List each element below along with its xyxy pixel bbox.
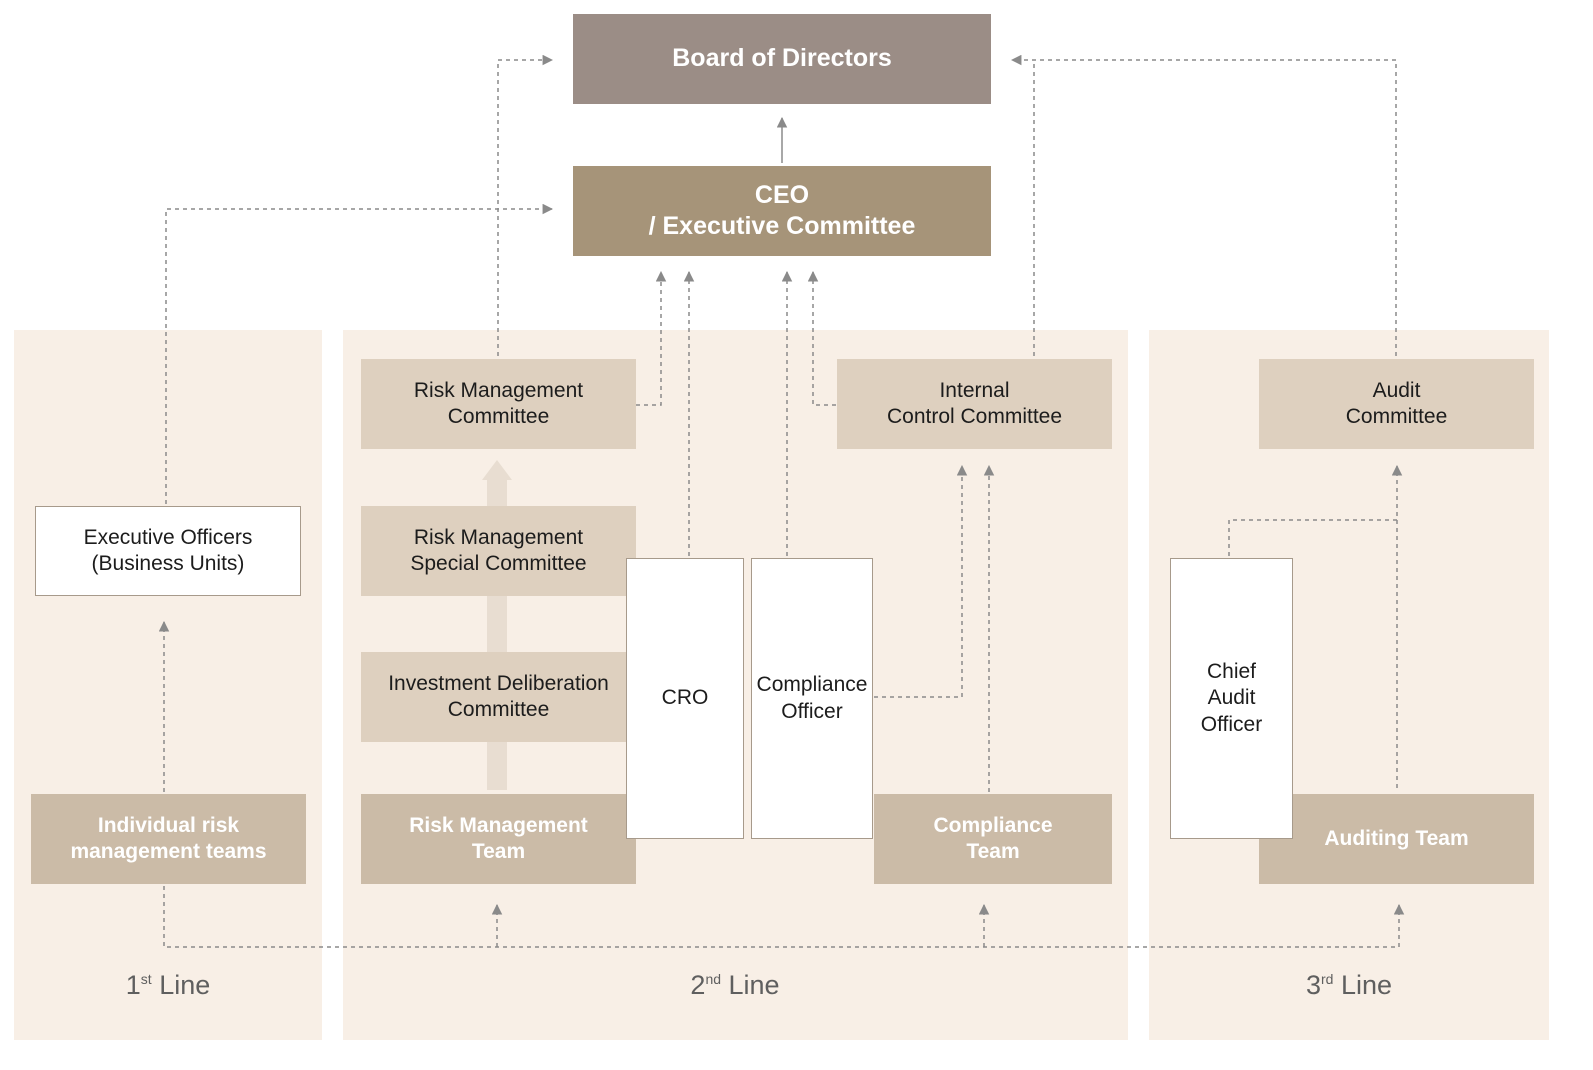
risk-management-team: Risk Management Team [361,794,636,884]
ceo-executive-committee: CEO / Executive Committee [573,166,991,256]
bottom-monitoring-line [163,886,1399,948]
audit-committee: Audit Committee [1259,359,1534,449]
third-line-suffix: rd [1321,971,1334,987]
arrow-internal-control-to-ceo [807,270,836,406]
arrow-audit-committee-to-board [1010,54,1397,356]
second-line-label: 2nd Line [585,970,885,1001]
cro: CRO [626,558,744,839]
arrow-exec-officers-to-ceo [165,203,554,504]
arrow-risk-committee-to-board [497,54,554,356]
third-line-number: 3 [1305,970,1321,1000]
first-line-suffix: st [140,971,152,987]
second-line-suffix: nd [705,971,722,987]
executive-officers: Executive Officers (Business Units) [35,506,301,596]
chief-audit-officer: Chief Audit Officer [1170,558,1293,839]
arrow-compliance-officer-to-internal-control [874,464,968,698]
board-of-directors: Board of Directors [573,14,991,104]
first-line-label: 1st Line [18,970,318,1001]
third-line-word: Line [1340,970,1393,1000]
individual-risk-teams: Individual risk management teams [31,794,306,884]
second-line-number: 2 [690,970,706,1000]
compliance-officer: Compliance Officer [751,558,873,839]
arrow-risk-committee-to-ceo [636,270,667,406]
first-line-number: 1 [125,970,141,1000]
first-line-word: Line [159,970,211,1000]
internal-control-committee: Internal Control Committee [837,359,1112,449]
investment-deliberation-committee: Investment Deliberation Committee [361,652,636,742]
compliance-team: Compliance Team [874,794,1112,884]
risk-management-committee: Risk Management Committee [361,359,636,449]
risk-management-special-committee: Risk Management Special Committee [361,506,636,596]
arrow-chief-audit-to-audit-committee [1228,519,1397,556]
second-line-word: Line [728,970,780,1000]
third-line-label: 3rd Line [1199,970,1499,1001]
panel-first-line [14,330,322,1040]
arrow-risk-team-head [482,460,512,480]
auditing-team: Auditing Team [1259,794,1534,884]
